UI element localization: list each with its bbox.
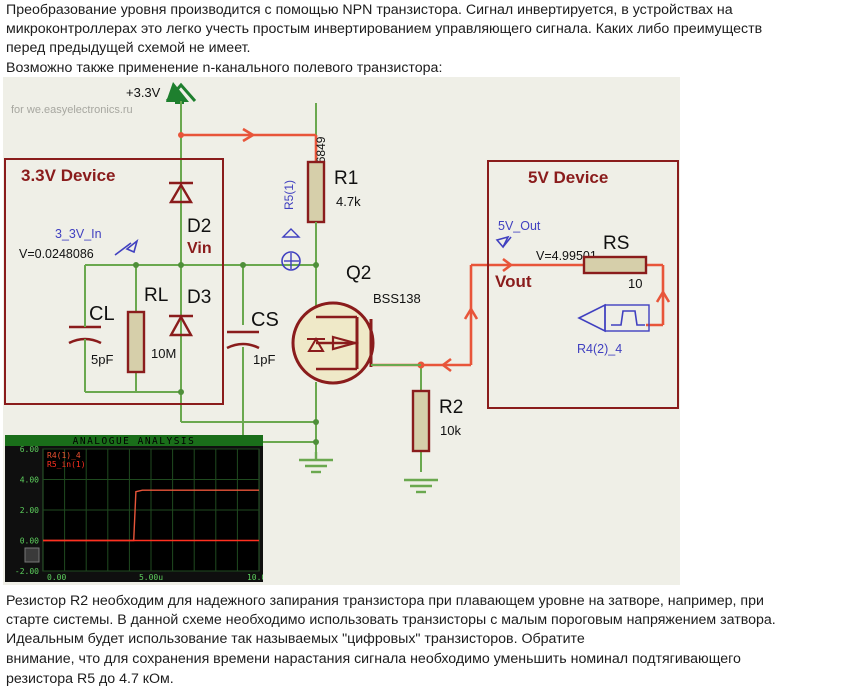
signal-wires: [181, 127, 671, 373]
vout-label: Vout: [495, 272, 532, 291]
r1-resistor-icon: [306, 160, 326, 224]
device-right-box: [487, 160, 679, 409]
q2-label: Q2: [346, 263, 371, 284]
device-left-box: [4, 158, 224, 405]
probe-in-value: V=0.0248086: [19, 247, 94, 261]
rl-value: 10M: [151, 346, 176, 361]
scope-cursor-button[interactable]: [24, 547, 40, 563]
paragraph-line: Возможно также применение n-канального п…: [6, 60, 443, 76]
ground-icon: [404, 478, 438, 494]
paragraph-line: старте системы. В данной схеме необходим…: [6, 612, 776, 628]
x-tick-label: 0.00: [47, 573, 66, 582]
trace2-legend: R5_in(1): [47, 460, 86, 469]
r2-value: 10k: [440, 423, 461, 438]
rl-resistor-icon: [126, 310, 146, 374]
d3-label: D3: [187, 287, 211, 308]
cl-label: CL: [89, 303, 115, 325]
current-probe-icon: [281, 228, 301, 271]
paragraph-line: Преобразование уровня производится с пом…: [6, 2, 733, 18]
x-tick-label: 10.0u: [247, 573, 263, 582]
y-tick-label: 6.00: [20, 445, 39, 454]
paragraph-line: перед предыдущей схемой не имеет.: [6, 40, 251, 56]
ground-icon: [299, 452, 333, 474]
cl-capacitor-icon: [68, 312, 102, 352]
x-tick-label: 5.00u: [139, 573, 163, 582]
probe-out-icon: [495, 235, 512, 249]
cl-value: 5pF: [91, 352, 113, 367]
paragraph-line: Идеальным будет использование так называ…: [6, 631, 585, 647]
probe-in-name: 3_3V_In: [55, 227, 102, 241]
rs-resistor-icon: [582, 255, 648, 275]
wires: [84, 101, 422, 472]
rl-label: RL: [144, 285, 168, 306]
analogue-analysis-graph: ANALOGUE ANALYSIS 6.00 4.00 2.00 0.00 -2.00 0…: [5, 435, 271, 582]
gen-label: R4(2)_4: [577, 342, 622, 356]
y-tick-label: 4.00: [20, 476, 39, 485]
paragraph-line: Резистор R2 необходим для надежного запи…: [6, 593, 764, 609]
y-tick-label: 0.00: [20, 537, 39, 546]
q2-mosfet-icon: [291, 301, 421, 385]
paragraph-line: микроконтроллерах это легко учесть прост…: [6, 21, 763, 37]
r2-label: R2: [439, 397, 463, 418]
r1-label: R1: [334, 168, 358, 189]
y-tick-label: 2.00: [20, 506, 39, 515]
scope-title: ANALOGUE ANALYSIS: [73, 436, 196, 447]
d3-diode-icon: [168, 314, 194, 337]
q2-part: BSS138: [373, 291, 421, 306]
cs-value: 1pF: [253, 352, 275, 367]
device-left-title: 3.3V Device: [21, 166, 116, 185]
watermark: for we.easyelectronics.ru: [11, 104, 133, 116]
device-right-title: 5V Device: [528, 168, 608, 187]
probe-out-name: 5V_Out: [498, 219, 541, 233]
cs-label: CS: [251, 309, 279, 331]
scope-grid: [43, 448, 259, 572]
probe-out-value: V=4.99501: [536, 249, 597, 263]
d2-label: D2: [187, 216, 211, 237]
cs-capacitor-icon: [226, 330, 260, 350]
r2-resistor-icon: [411, 389, 431, 453]
r1-value: 4.7k: [336, 194, 361, 209]
paragraph-line: внимание, что для сохранения времени нар…: [6, 651, 741, 667]
trace1-legend: R4(1)_4: [47, 451, 81, 460]
junctions: [133, 132, 425, 445]
y-tick-label: -2.00: [15, 567, 39, 576]
supply-arrow-icon: [166, 82, 189, 104]
supply-label: +3.3V: [126, 85, 161, 100]
probe-in-icon: [114, 238, 139, 256]
vin-label: Vin: [187, 240, 212, 257]
rs-label: RS: [603, 233, 629, 254]
paragraph-line: резистора R5 до 4.7 кОм.: [6, 671, 174, 687]
rs-value: 10: [628, 276, 642, 291]
pulse-generator-icon: [577, 303, 650, 333]
d2-diode-icon: [168, 181, 194, 204]
probe-r5-name: R5(1): [282, 180, 296, 210]
